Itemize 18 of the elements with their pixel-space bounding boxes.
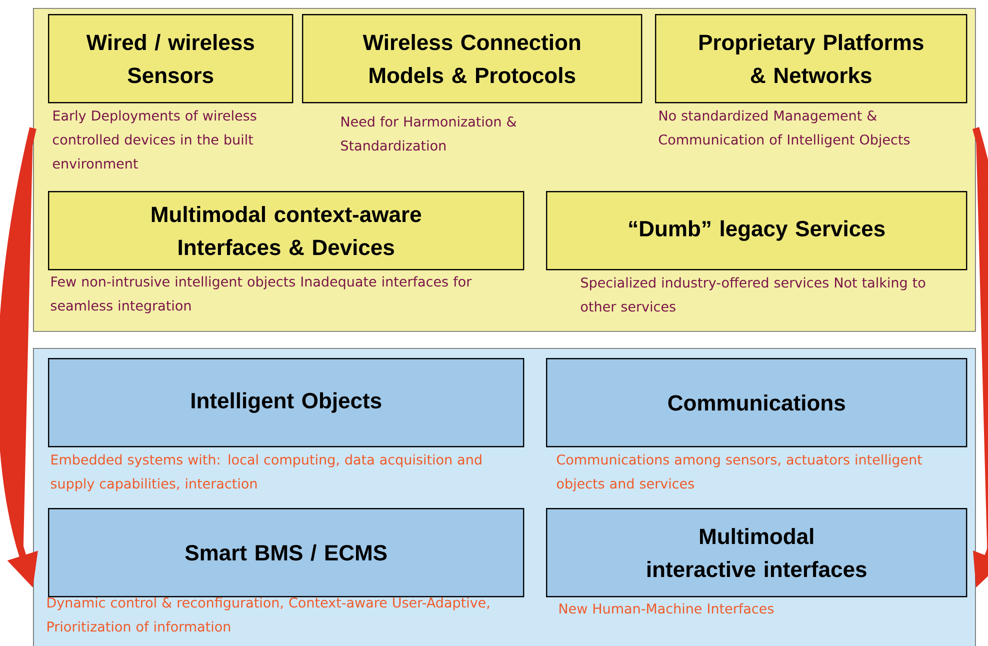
description-text: New Human-Machine Interfaces (560, 603, 774, 614)
description-text: Communications among sensors, actuators intelligent objects and services (556, 454, 922, 492)
box: Intelligent Objects (48, 358, 524, 448)
description-text: Embedded systems with: local computing, data acquisition and supply capabilities, interaction (50, 454, 482, 492)
box: Communications (546, 358, 968, 448)
box: Wireless Connection Models & Protocols (302, 14, 642, 104)
description-text: Few non-intrusive intelligent objects Inadequate interfaces for seamless integration (50, 276, 472, 314)
description-text: Specialized industry-offered services Not talking to other services (580, 277, 926, 312)
description-text: Need for Harmonization & Standardization (341, 116, 516, 151)
box: Wired / wireless Sensors (48, 14, 294, 104)
description-text: Early Deployments of wireless controlled devices in the built environment (52, 110, 256, 169)
box: Multimodal context-aware Interfaces & Devices (48, 191, 524, 270)
description-text: No standardized Management & Communication of Intelligent Objects (658, 110, 910, 148)
box: “Dumb” legacy Services (546, 191, 968, 270)
box: Smart BMS / ECMS (48, 508, 524, 598)
box: Multimodal interactive interfaces (546, 508, 968, 598)
box: Proprietary Platforms & Networks (655, 14, 968, 104)
description-text: Dynamic control & reconfiguration, Context-aware User-Adaptive, Prioritization of information (48, 597, 490, 632)
